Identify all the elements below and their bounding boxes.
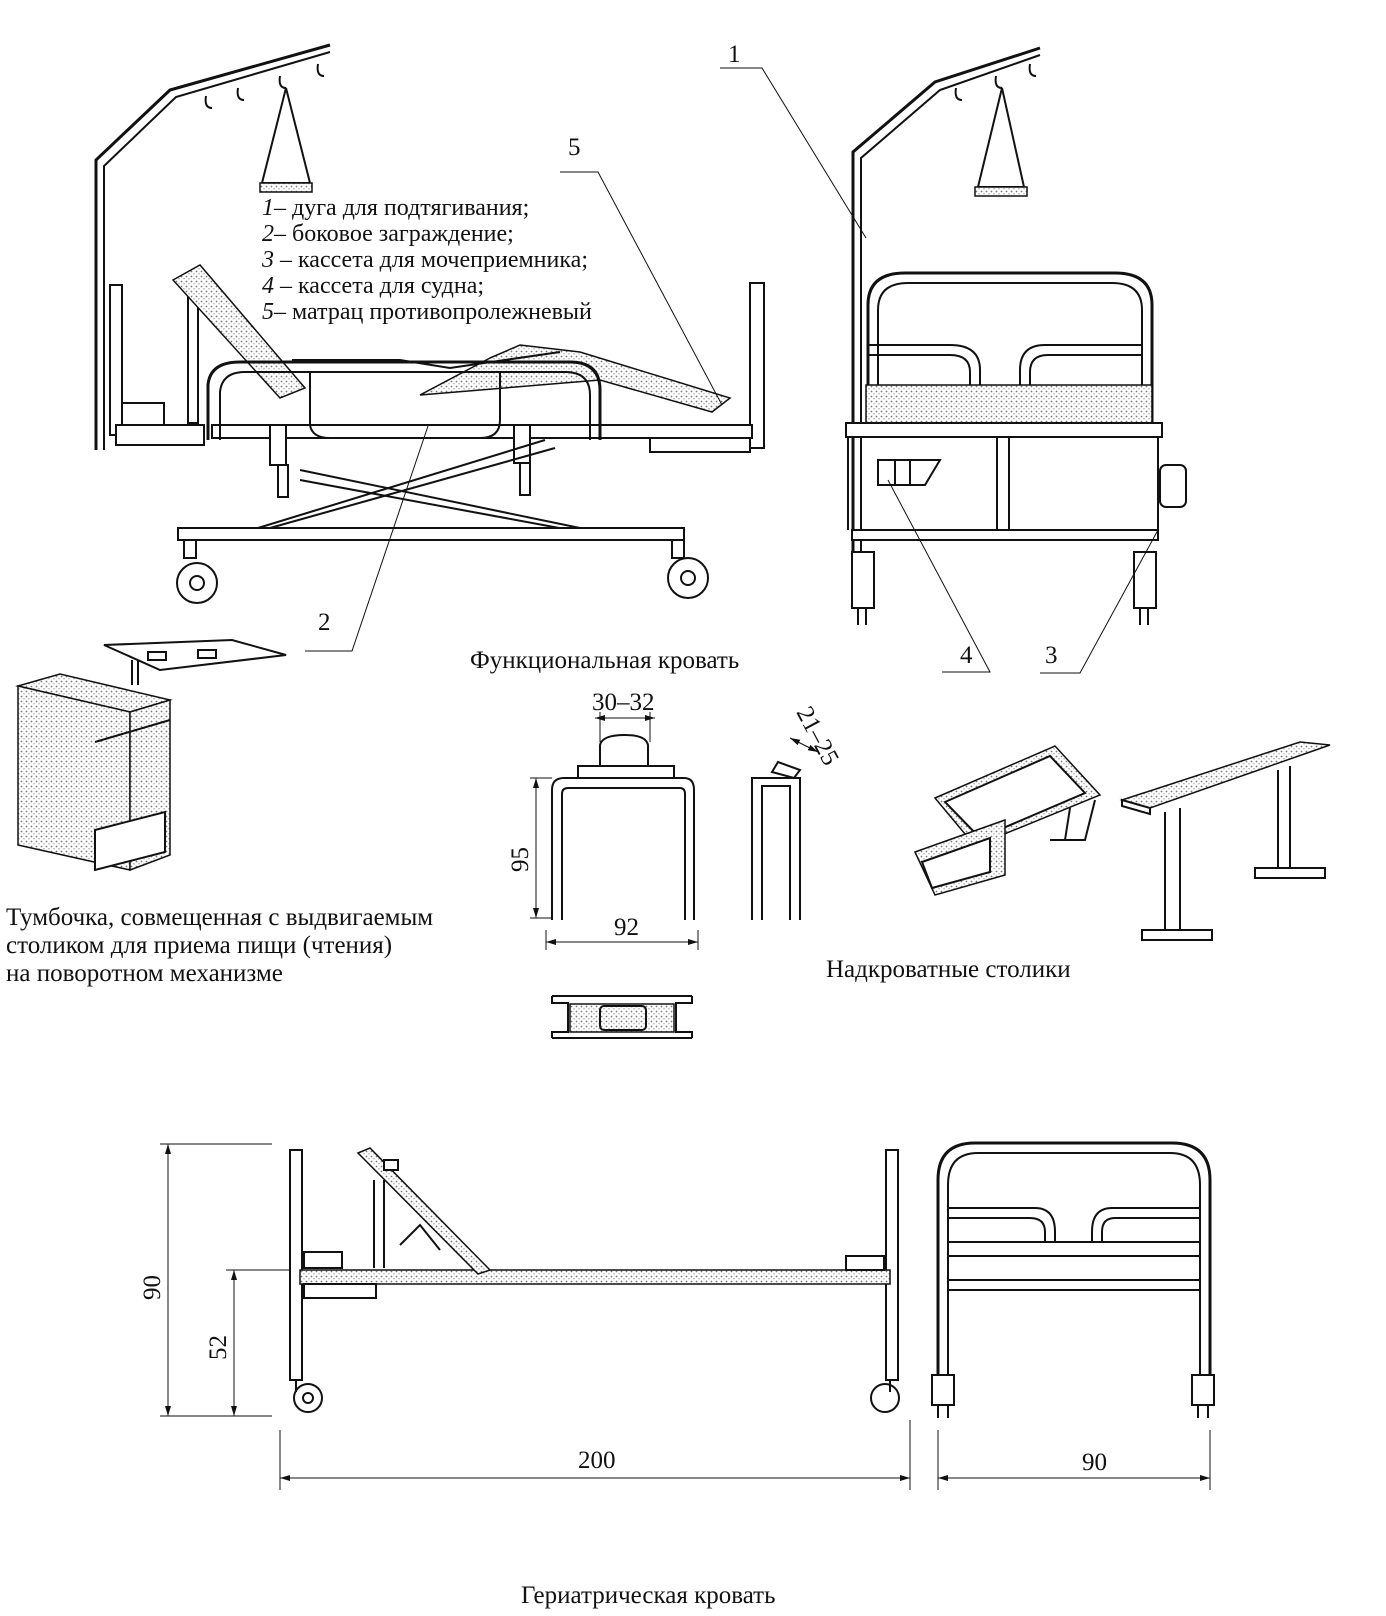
caption-nightstand-line-3: на поворотном механизме [6,960,283,987]
table-dimension-labels: 30–32 21–25 95 92 [507,689,844,941]
callout-1: 1 [728,41,741,68]
dim-bed-height: 90 [139,1275,166,1300]
legend-item-3: 3 – кассета для мочеприемника; [261,247,588,273]
legend-item-5: 5– матрац противопролежневый [262,299,592,325]
dim-bed-surface-height: 52 [205,1335,232,1360]
overbed-tables-drawing [913,741,1331,941]
dim-bed-width: 90 [1082,1449,1107,1476]
callout-4: 4 [960,642,973,669]
dim-bed-length: 200 [578,1447,616,1474]
caption-functional-bed: Функциональная кровать [470,647,739,674]
legend-item-1: 1– дуга для подтягивания; [262,195,529,221]
geriatric-dimension-labels: 90 52 200 90 [139,1275,1107,1476]
geriatric-dimension-lines [160,1143,1211,1490]
functional-bed-end-view [720,46,1187,674]
dim-tilt: 21–25 [791,702,844,770]
functional-bed-side-view [94,43,765,652]
geriatric-bed-end-view [931,1141,1215,1418]
table-dimension-drawing [530,712,819,1039]
legend-item-4: 4 – кассета для судна; [262,273,484,299]
callout-5: 5 [568,134,581,161]
caption-geriatric-bed: Гериатрическая кровать [521,1582,775,1609]
caption-nightstand-line-1: Тумбочка, совмещенная с выдвигаемым [6,904,433,931]
caption-nightstand-line-2: столиком для приема пищи (чтения) [6,932,392,959]
dim-table-width: 92 [614,914,639,941]
legend: 1– дуга для подтягивания; 2– боковое заг… [261,195,592,325]
caption-bed-tables: Надкроватные столики [826,956,1071,983]
dim-table-height: 95 [507,847,534,872]
callout-3: 3 [1045,642,1058,669]
legend-item-2: 2– боковое заграждение; [262,221,514,247]
callout-2: 2 [318,609,331,636]
callouts: 1 2 3 4 5 [318,41,1058,669]
dim-top-width: 30–32 [592,689,655,716]
geriatric-bed-side-view [289,1147,900,1413]
nightstand-drawing [15,638,287,872]
